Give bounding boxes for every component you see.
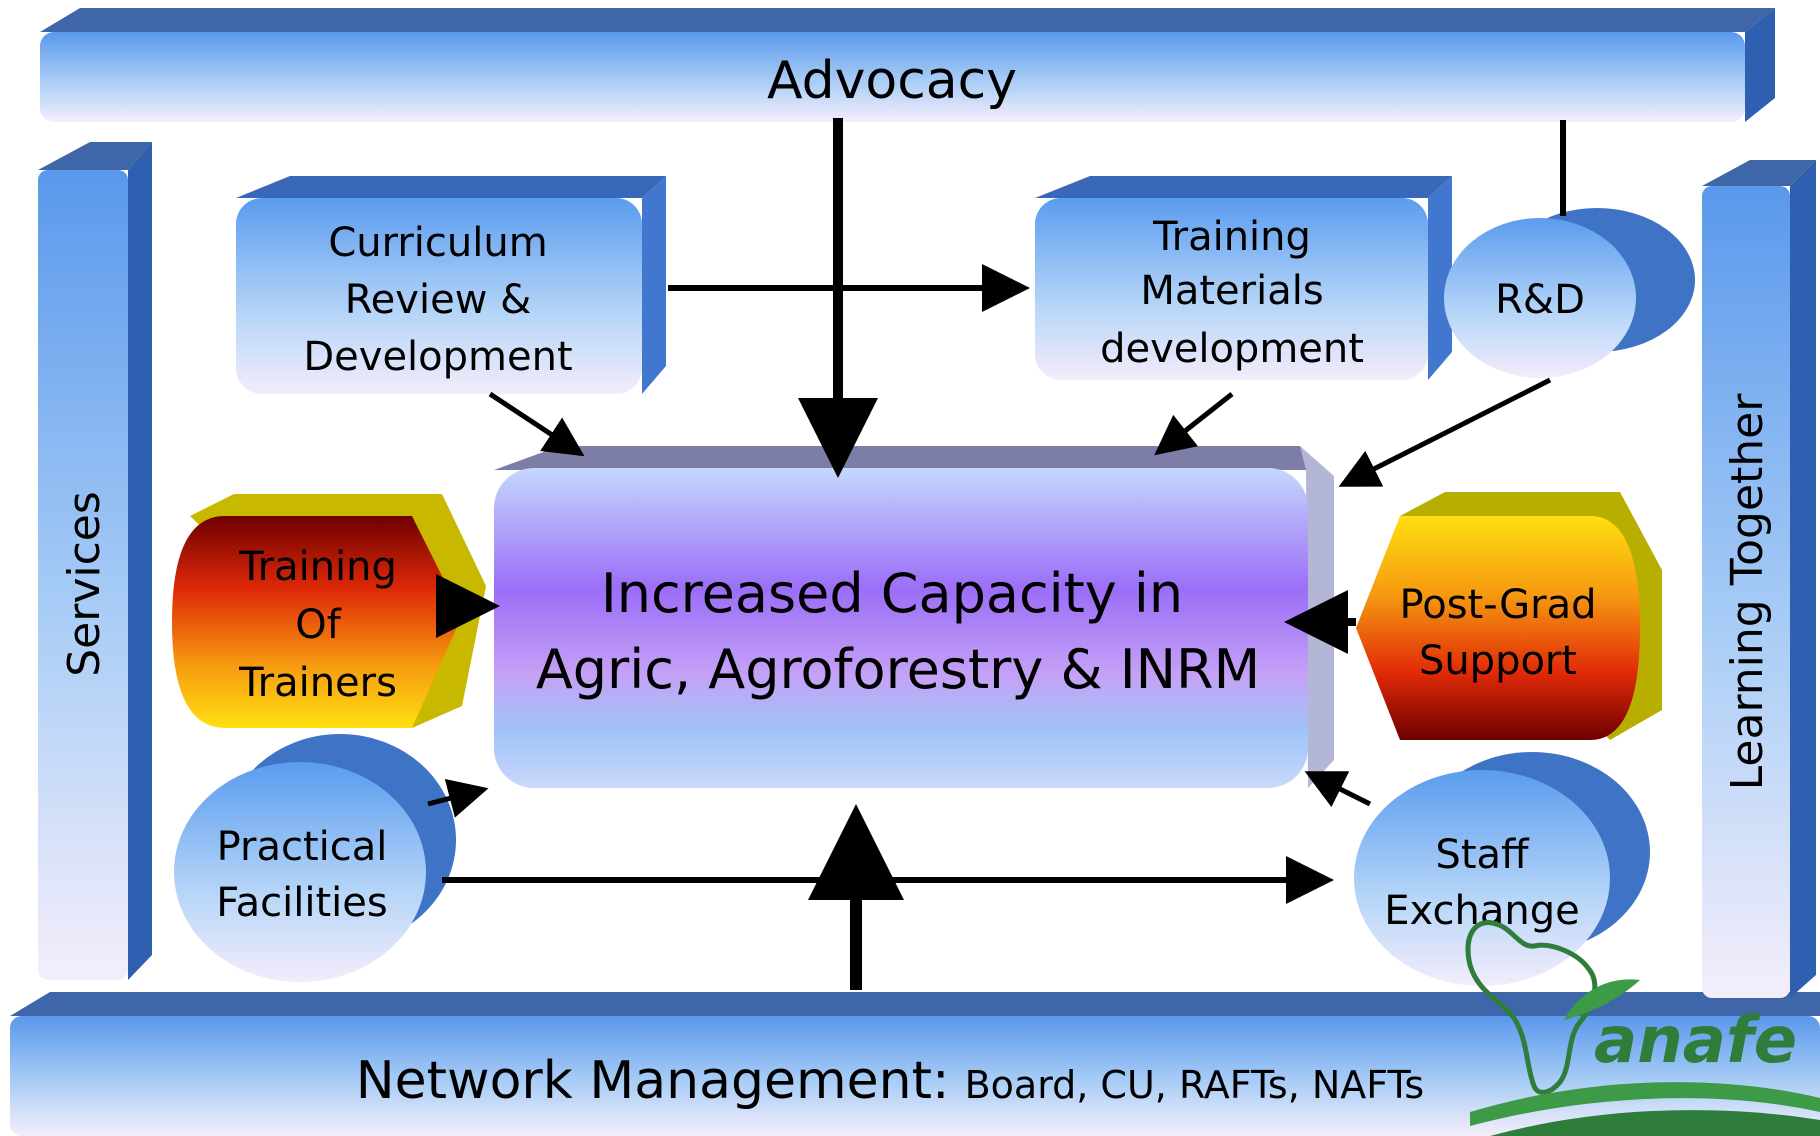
staff-label-1: Staff [1435,832,1530,878]
network-management-bar: Network Management: Board, CU, RAFTs, NA… [10,992,1820,1136]
staff-exchange-oval: Staff Exchange [1354,752,1650,986]
learning-together-bar: Learning Together [1702,160,1816,998]
postgrad-label-2: Support [1419,638,1577,684]
curriculum-label-1: Curriculum [328,220,547,266]
services-label: Services [59,491,110,677]
anafe-logo-text: anafe [1594,1004,1797,1078]
center-label-1: Increased Capacity in [601,562,1183,625]
arrow-staff-to-center [1304,771,1372,808]
postgrad-label-1: Post-Grad [1400,582,1597,628]
practical-label-1: Practical [217,824,388,870]
training-materials-label-1: Training [1152,214,1311,260]
connectors [427,118,1566,990]
arrow-curriculum-to-center [488,391,585,457]
center-box: Increased Capacity in Agric, Agroforestr… [494,446,1334,788]
training-of-trainers-shape: Training Of Trainers [172,494,486,728]
practical-facilities-oval: Practical Facilities [174,734,456,982]
curriculum-label-2: Review & [345,277,532,323]
curriculum-box: Curriculum Review & Development [236,176,666,394]
postgrad-support-shape: Post-Grad Support [1356,492,1662,740]
anafe-logo: anafe [1465,920,1820,1136]
advocacy-label: Advocacy [767,51,1017,111]
training-materials-label-2: Materials [1140,268,1323,314]
svg-text:Network Management: Boar: Network Management: Board, CU, RAFTs, NA… [356,1051,1424,1111]
tot-label-2: Of [295,602,341,648]
training-materials-box: Training Materials development [1035,176,1452,380]
center-label-2: Agric, Agroforestry & INRM [536,638,1260,701]
staff-label-2: Exchange [1384,888,1579,934]
practical-label-2: Facilities [216,880,387,926]
arrow-materials-to-center [1154,392,1234,456]
rnd-oval: R&D [1444,208,1695,378]
rnd-label: R&D [1495,277,1585,323]
tot-label-1: Training [238,544,397,590]
network-management-sub: Board, CU, RAFTs, NAFTs [965,1063,1425,1107]
arrow-practical-to-center [427,778,489,818]
learning-together-label: Learning Together [1722,393,1773,791]
advocacy-bar: Advocacy [40,8,1775,122]
network-management-label: Network Management: [356,1051,950,1111]
arrow-rnd-to-center [1338,377,1552,487]
curriculum-label-3: Development [303,334,572,380]
training-materials-label-3: development [1100,326,1364,372]
tot-label-3: Trainers [238,660,397,706]
services-bar: Services [38,142,152,980]
